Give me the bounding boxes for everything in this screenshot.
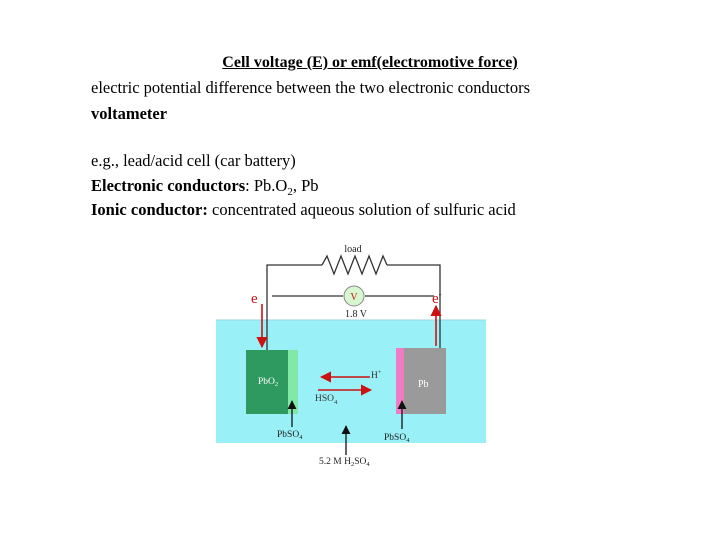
load-resistor [321,254,388,276]
example-line: e.g., lead/acid cell (car battery) [91,151,296,170]
voltmeter-symbol: V [350,292,358,303]
pbo2-surface-layer [288,350,298,414]
pbso4-right-label: PbSO4 [384,433,410,444]
outer-wire [266,264,441,350]
ionic-conductor-label: Ionic conductor: [91,200,208,219]
pb-surface-layer [396,348,404,414]
electron-right-label: e- [432,289,442,307]
definition-line: electric potential difference between th… [91,78,531,97]
pbo2-label: PbO2 [258,377,278,388]
pbo2-electrode [246,350,288,414]
hso4-ion-label: HSO4 [315,394,338,406]
electronic-conductors-label: Electronic conductors [91,176,246,195]
voltage-label: 1.8 V [345,309,368,320]
electron-left-label: e [251,291,258,307]
electrolyte-label: 5.2 M H2SO4 [319,457,370,468]
pbso4-left-label: PbSO4 [277,430,303,441]
ionic-conductor-line: Ionic conductor: concentrated aqueous so… [91,200,516,219]
voltameter-line: voltameter [91,104,168,123]
pb-label: Pb [418,379,429,390]
page-title: Cell voltage (E) or emf(electromotive fo… [222,54,518,71]
voltmeter-icon [343,285,365,307]
load-label: load [344,244,361,255]
electronic-conductors-line: Electronic conductors: Pb.O2, Pb [91,176,319,198]
pb-electrode [404,348,446,414]
h-ion-label: H+ [371,369,382,381]
